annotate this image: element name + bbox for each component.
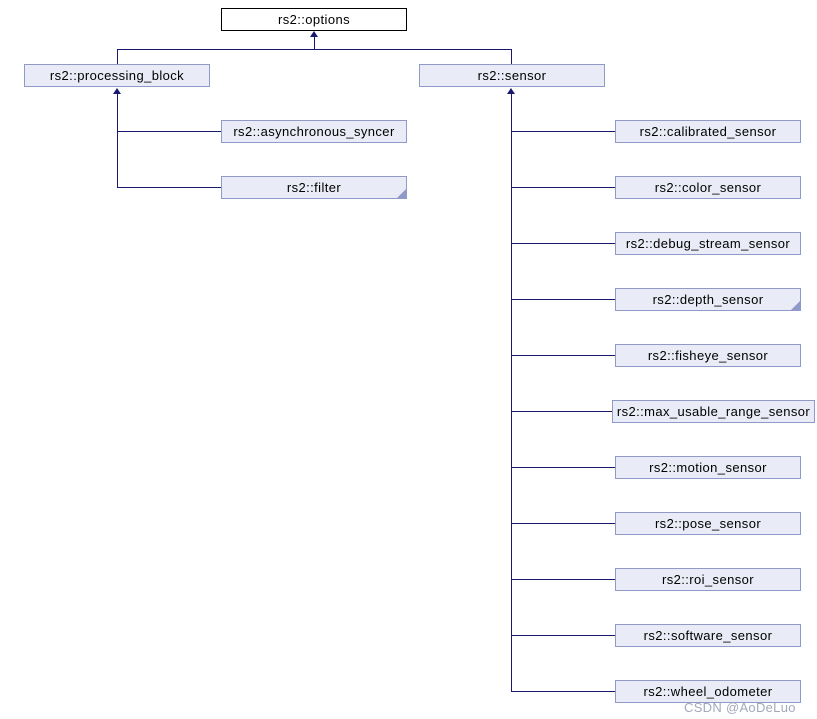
inheritance-edge — [511, 299, 615, 300]
class-node-rs2-motion-sensor[interactable]: rs2::motion_sensor — [615, 456, 801, 479]
class-node-label: rs2::color_sensor — [654, 180, 762, 195]
inheritance-edge — [117, 187, 221, 188]
class-node-rs2-roi-sensor[interactable]: rs2::roi_sensor — [615, 568, 801, 591]
class-node-label: rs2::pose_sensor — [654, 516, 762, 531]
class-node-label: rs2::filter — [286, 180, 342, 195]
class-node-rs2-max-usable-range-sensor[interactable]: rs2::max_usable_range_sensor — [612, 400, 815, 423]
inheritance-edge — [117, 131, 221, 132]
inheritance-edge — [117, 49, 118, 64]
inheritance-edge — [117, 49, 512, 50]
class-node-rs2-wheel-odometer[interactable]: rs2::wheel_odometer — [615, 680, 801, 703]
class-node-rs2-software-sensor[interactable]: rs2::software_sensor — [615, 624, 801, 647]
class-node-rs2-depth-sensor[interactable]: rs2::depth_sensor — [615, 288, 801, 311]
arrowhead-to-sensor — [507, 88, 515, 94]
inheritance-edge — [117, 94, 118, 188]
class-node-label: rs2::processing_block — [49, 68, 185, 83]
class-node-rs2-filter[interactable]: rs2::filter — [221, 176, 407, 199]
inheritance-edge — [511, 94, 512, 692]
inheritance-edge — [511, 523, 615, 524]
class-node-label: rs2::motion_sensor — [649, 460, 767, 475]
class-node-label: rs2::roi_sensor — [662, 572, 754, 587]
class-node-label: rs2::options — [277, 12, 350, 27]
class-node-label: rs2::max_usable_range_sensor — [616, 404, 811, 419]
inheritance-edge — [511, 49, 512, 64]
class-node-label: rs2::asynchronous_syncer — [233, 124, 395, 139]
inheritance-edge — [511, 467, 615, 468]
class-node-rs2-color-sensor[interactable]: rs2::color_sensor — [615, 176, 801, 199]
inheritance-edge — [511, 691, 615, 692]
class-node-label: rs2::wheel_odometer — [643, 684, 773, 699]
class-node-rs2-fisheye-sensor[interactable]: rs2::fisheye_sensor — [615, 344, 801, 367]
class-node-label: rs2::software_sensor — [643, 628, 773, 643]
class-node-rs2-sensor[interactable]: rs2::sensor — [419, 64, 605, 87]
class-node-rs2-pose-sensor[interactable]: rs2::pose_sensor — [615, 512, 801, 535]
class-node-label: rs2::depth_sensor — [652, 292, 764, 307]
inheritance-edge — [511, 243, 615, 244]
class-node-rs2-calibrated-sensor[interactable]: rs2::calibrated_sensor — [615, 120, 801, 143]
inheritance-edge — [511, 635, 615, 636]
arrowhead-to-processing-block — [113, 88, 121, 94]
class-node-rs2-processing-block[interactable]: rs2::processing_block — [24, 64, 210, 87]
class-node-rs2-debug-stream-sensor[interactable]: rs2::debug_stream_sensor — [615, 232, 801, 255]
inheritance-edge — [511, 579, 615, 580]
arrowhead-to-options — [310, 31, 318, 37]
class-node-rs2-options[interactable]: rs2::options — [221, 8, 407, 31]
inheritance-edge — [511, 131, 615, 132]
class-node-label: rs2::sensor — [477, 68, 547, 83]
inheritance-edge — [511, 411, 612, 412]
class-node-label: rs2::calibrated_sensor — [639, 124, 777, 139]
truncated-children-corner-icon — [397, 189, 406, 198]
class-node-label: rs2::debug_stream_sensor — [625, 236, 791, 251]
inheritance-edge — [511, 355, 615, 356]
class-node-rs2-asynchronous-syncer[interactable]: rs2::asynchronous_syncer — [221, 120, 407, 143]
inheritance-edge — [314, 37, 315, 49]
truncated-children-corner-icon — [791, 301, 800, 310]
inheritance-edge — [511, 187, 615, 188]
class-node-label: rs2::fisheye_sensor — [647, 348, 769, 363]
